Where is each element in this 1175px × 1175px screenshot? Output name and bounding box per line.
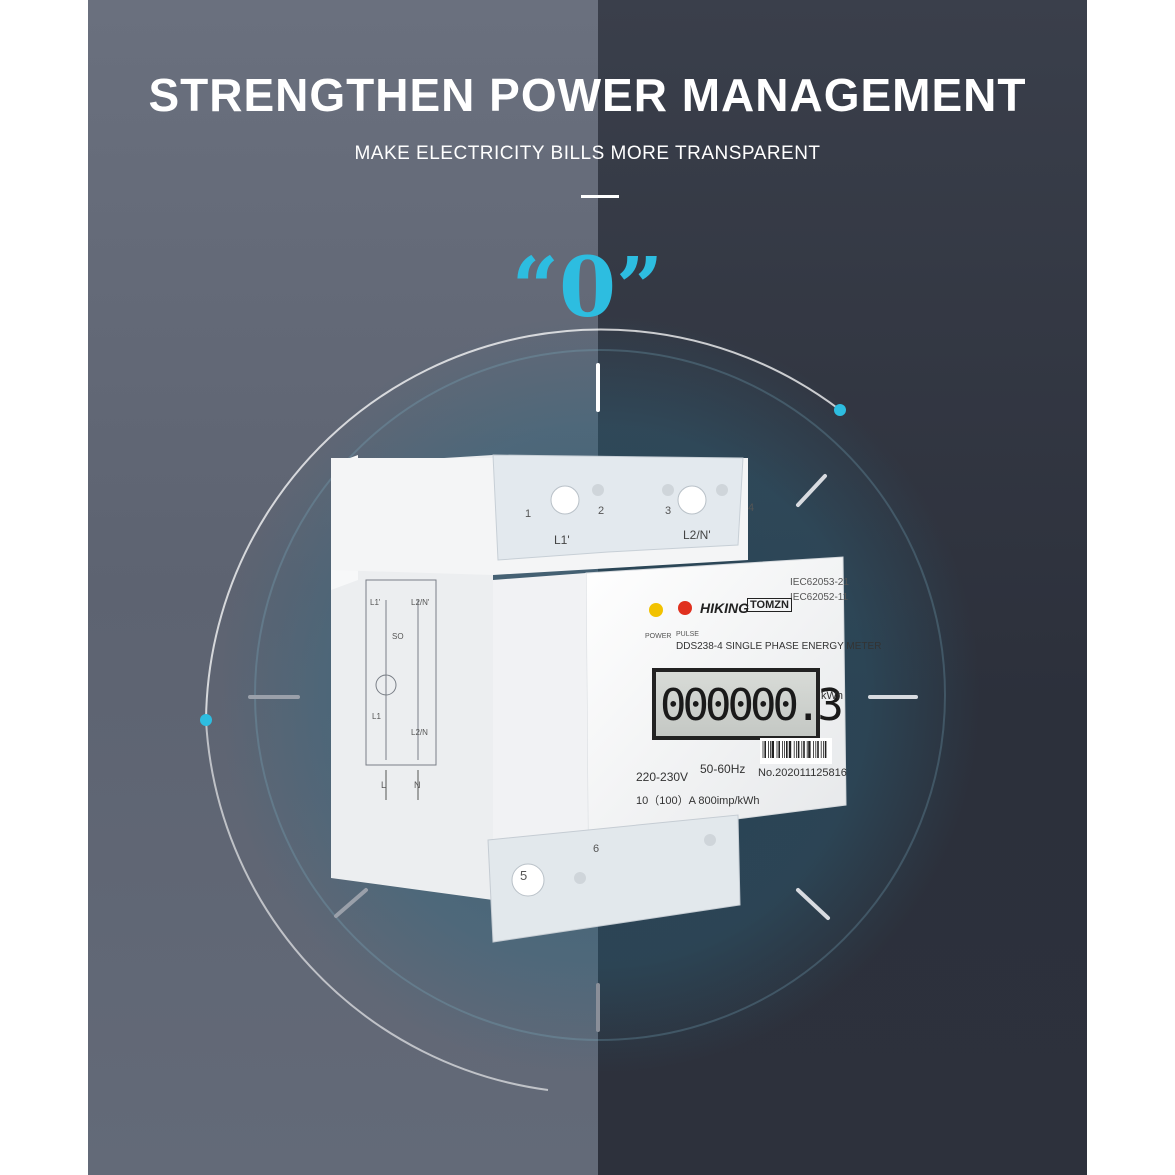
banner-stage: STRENGTHEN POWER MANAGEMENT MAKE ELECTRI… (88, 0, 1087, 1175)
lcd-unit: kWh (821, 690, 843, 702)
frequency-rating: 50-60Hz (700, 762, 746, 776)
pulse-led-label: PULSE (676, 631, 699, 638)
outer-arc-bottom (205, 719, 549, 1091)
pulse-led (678, 601, 692, 615)
divider-dash (581, 195, 619, 198)
diagram-label-l2-top: L2/N' (411, 598, 430, 607)
lcd-reading: 000000.3 (660, 680, 844, 731)
diagram-label-l: L (381, 780, 387, 790)
ring-graphic (200, 315, 980, 1091)
arc-dot-left (200, 714, 212, 726)
brand-logo: HIKING (700, 600, 749, 616)
serial-number: No.202011125816 (758, 767, 847, 779)
subheadline: MAKE ELECTRICITY BILLS MORE TRANSPARENT (354, 143, 821, 164)
diagram-label-l1-top: L1' (370, 598, 381, 607)
power-led (649, 603, 663, 617)
power-led-label: POWER (645, 633, 672, 640)
voltage-rating: 220-230V (636, 770, 689, 784)
brand-logo-2: TOMZN (747, 598, 792, 612)
terminal-label-l2: L2/N' (683, 528, 711, 542)
tick-bottom-left (334, 888, 368, 918)
terminal-label-6: 6 (593, 843, 600, 855)
terminal-label-1: 1 (525, 508, 532, 520)
diagram-label-l2-bottom: L2/N (411, 728, 428, 737)
terminal-cover-bottom (487, 814, 741, 943)
outer-arc-top (205, 328, 841, 721)
standard-label-1: IEC62053-21 (790, 577, 849, 588)
standard-label-2: IEC62052-11 (790, 592, 849, 603)
terminal-label-5: 5 (520, 868, 528, 883)
lcd-screen (656, 672, 816, 736)
terminal-label-3: 3 (665, 505, 672, 517)
current-rating: 10（100）A 800imp/kWh (636, 795, 760, 807)
terminal-label-4: 4 (748, 502, 755, 514)
diagram-label-n: N (414, 780, 421, 790)
terminal-cover-top (492, 454, 744, 561)
energy-meter (331, 454, 847, 943)
terminal-label-2: 2 (598, 505, 605, 517)
headline: STRENGTHEN POWER MANAGEMENT (148, 69, 1027, 121)
zero-callout: “0” (511, 240, 664, 336)
wiring-diagram (365, 579, 437, 766)
barcode (760, 738, 832, 764)
terminal-label-l1: L1' (554, 533, 570, 547)
meter-model: DDS238-4 SINGLE PHASE ENERGY METER (676, 641, 882, 652)
diagram-label-l1-bottom: L1 (372, 712, 381, 721)
tick-top-right (796, 474, 827, 507)
diagram-label-so: SO (392, 632, 404, 641)
tick-bottom-right (796, 888, 830, 920)
arc-dot-right (834, 404, 846, 416)
